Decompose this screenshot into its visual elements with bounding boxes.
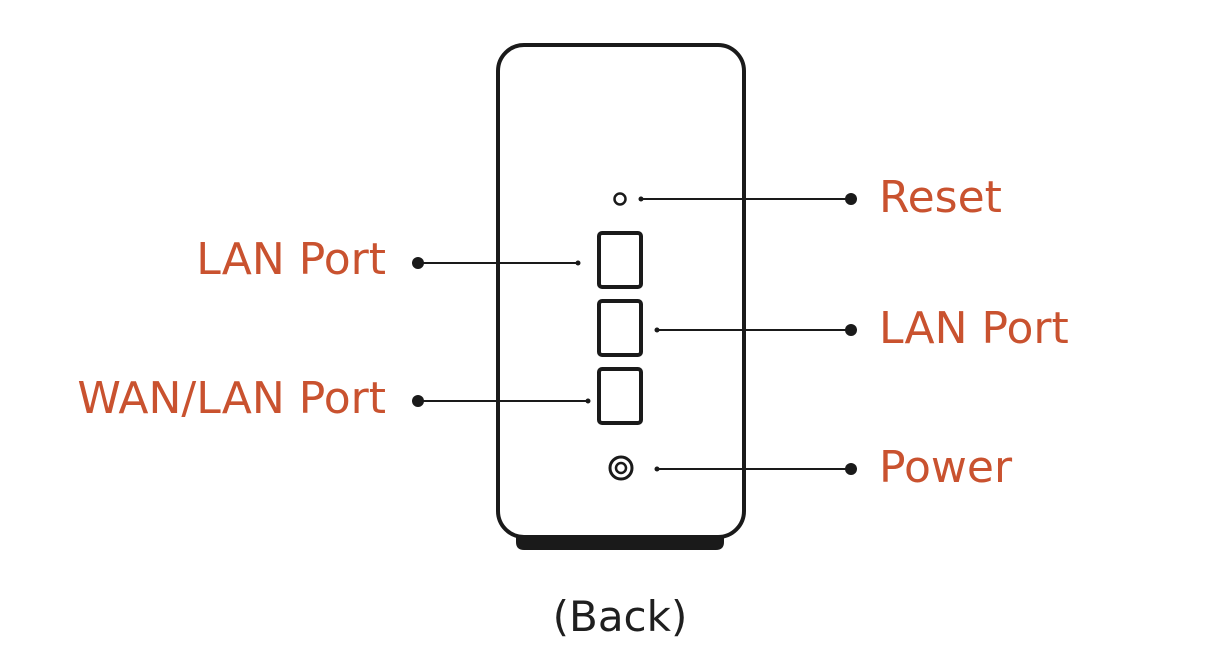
lan-port-middle [597,299,643,357]
view-caption: (Back) [552,592,688,641]
leader-lan-port-right [654,324,857,336]
leader-reset [638,193,857,205]
label-reset: Reset [879,172,1002,223]
power-jack-outer [608,455,634,481]
leader-lan-port-left [412,257,581,269]
leader-power [654,463,857,475]
reset-hole [613,192,627,206]
label-lan-port-left: LAN Port [196,234,386,285]
lan-port-top [597,231,643,289]
label-lan-port-right: LAN Port [879,303,1069,354]
leader-wan-lan-port [412,395,591,407]
power-jack-inner [614,461,628,475]
label-power: Power [879,442,1013,493]
router-body [496,43,746,539]
label-wan-lan-port: WAN/LAN Port [77,373,386,424]
wan-lan-port [597,367,643,425]
